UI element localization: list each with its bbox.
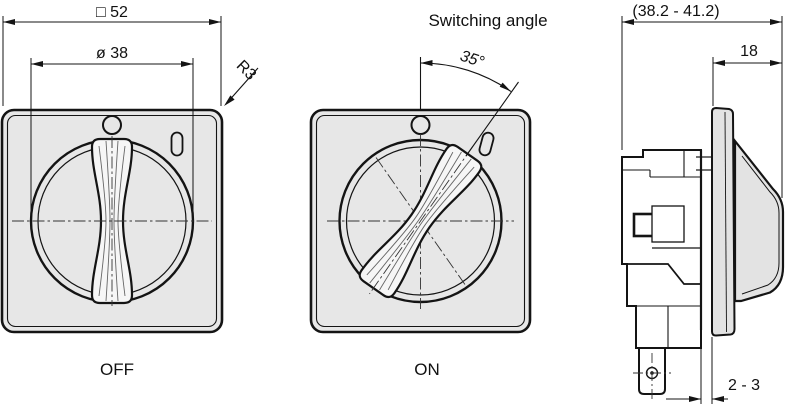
side-front-plate xyxy=(711,106,736,337)
state-label-on: ON xyxy=(414,360,440,379)
side-terminal xyxy=(633,347,671,402)
dimension-switching-angle xyxy=(419,57,519,157)
side-view xyxy=(621,16,785,404)
knob-handle-off xyxy=(90,136,134,306)
side-knob xyxy=(733,137,785,303)
dim-label-knob-38: ø 38 xyxy=(95,45,128,62)
state-label-off: OFF xyxy=(100,360,134,379)
dimension-square-52 xyxy=(2,16,222,106)
position-slot-off xyxy=(170,131,184,157)
dimension-knob-38 xyxy=(30,58,194,219)
dim-label-square-52: □ 52 xyxy=(96,4,128,21)
dimension-panel-thickness xyxy=(666,332,728,404)
dimension-total-depth xyxy=(621,16,783,198)
knob-handle-on xyxy=(358,143,483,299)
front-view-off xyxy=(0,16,259,334)
dim-label-panel-thickness: 2 - 3 xyxy=(727,377,760,394)
leader-corner-radius xyxy=(224,67,259,106)
side-body xyxy=(621,149,712,349)
dim-label-total-depth: (38.2 - 41.2) xyxy=(632,3,720,20)
annotation-switching-angle: Switching angle xyxy=(428,11,548,30)
position-slot-on xyxy=(478,131,495,157)
dimension-knob-height xyxy=(712,57,782,106)
side-front-plate-chamfer xyxy=(724,111,727,333)
index-marker-circle-off xyxy=(102,115,122,135)
front-view-on xyxy=(309,57,532,334)
index-marker-circle-on xyxy=(410,115,431,135)
dim-label-knob-height: 18 xyxy=(740,43,758,60)
